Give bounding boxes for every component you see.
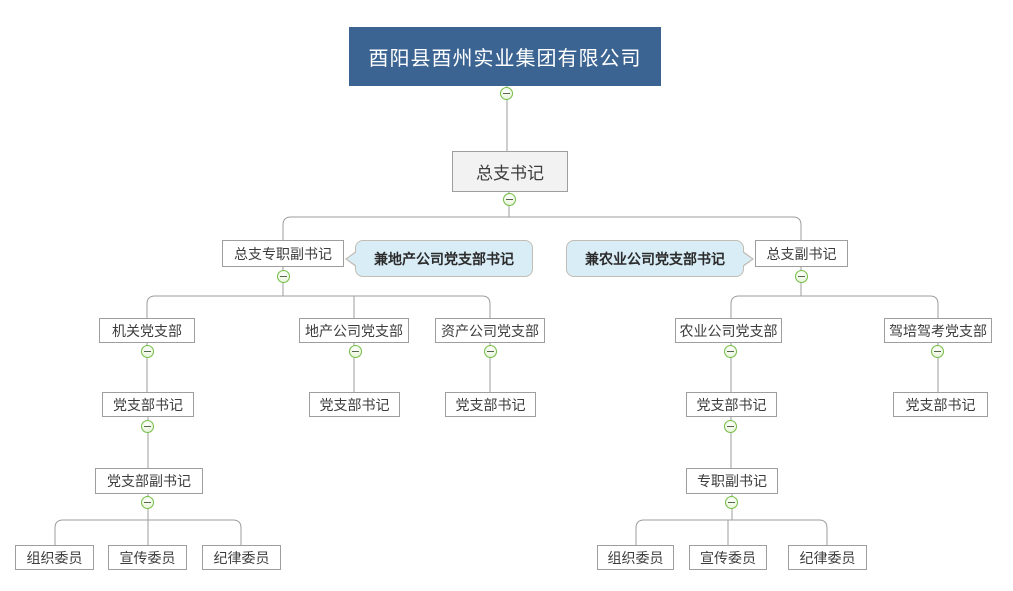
node-branch-deputy-secretary[interactable]: 党支部副书记 [95, 468, 203, 494]
node-committee-left-organization[interactable]: 组织委员 [15, 545, 94, 570]
collapse-toggle[interactable] [277, 270, 290, 283]
collapse-toggle[interactable] [725, 496, 738, 509]
minus-icon [352, 350, 359, 353]
node-branch-secretary-driving[interactable]: 党支部书记 [893, 392, 988, 417]
collapse-toggle[interactable] [500, 87, 513, 100]
collapse-toggle[interactable] [795, 270, 808, 283]
collapse-toggle[interactable] [484, 345, 497, 358]
node-deputy-secretary-right[interactable]: 总支副书记 [755, 240, 848, 267]
minus-icon [798, 275, 805, 278]
node-general-secretary[interactable]: 总支书记 [452, 151, 568, 192]
node-branch-secretary-realestate[interactable]: 党支部书记 [309, 392, 400, 417]
connector [282, 216, 802, 240]
node-dept-agriculture-branch[interactable]: 农业公司党支部 [675, 318, 782, 343]
collapse-toggle[interactable] [349, 345, 362, 358]
node-dept-driving-branch[interactable]: 驾培驾考党支部 [884, 318, 992, 343]
collapse-toggle[interactable] [724, 345, 737, 358]
collapse-toggle[interactable] [503, 193, 516, 206]
node-branch-secretary-agriculture[interactable]: 党支部书记 [686, 392, 777, 417]
minus-icon [728, 501, 735, 504]
node-committee-right-organization[interactable]: 组织委员 [597, 545, 674, 570]
node-dept-asset-branch[interactable]: 资产公司党支部 [435, 318, 545, 343]
minus-icon [280, 275, 287, 278]
node-committee-left-discipline[interactable]: 纪律委员 [202, 545, 281, 570]
callout-agriculture-secretary[interactable]: 兼农业公司党支部书记 [566, 240, 754, 277]
node-company[interactable]: 酉阳县酉州实业集团有限公司 [349, 27, 661, 86]
collapse-toggle[interactable] [931, 345, 944, 358]
collapse-toggle[interactable] [141, 420, 154, 433]
node-committee-right-publicity[interactable]: 宣传委员 [689, 545, 767, 570]
node-committee-right-discipline[interactable]: 纪律委员 [788, 545, 867, 570]
minus-icon [144, 350, 151, 353]
node-branch-secretary-asset[interactable]: 党支部书记 [445, 392, 536, 417]
minus-icon [727, 425, 734, 428]
connector [730, 295, 939, 318]
callout-realestate-secretary[interactable]: 兼地产公司党支部书记 [345, 240, 533, 277]
minus-icon [144, 425, 151, 428]
node-deputy-secretary-left[interactable]: 总支专职副书记 [222, 240, 344, 267]
node-committee-left-publicity[interactable]: 宣传委员 [108, 545, 187, 570]
node-dept-office-branch[interactable]: 机关党支部 [99, 318, 195, 343]
node-dept-realestate-branch[interactable]: 地产公司党支部 [299, 318, 409, 343]
collapse-toggle[interactable] [141, 345, 154, 358]
minus-icon [727, 350, 734, 353]
connector [635, 519, 828, 545]
node-fulltime-deputy-secretary[interactable]: 专职副书记 [686, 468, 778, 494]
node-branch-secretary-office[interactable]: 党支部书记 [102, 392, 194, 417]
minus-icon [934, 350, 941, 353]
connector [146, 295, 491, 318]
minus-icon [144, 501, 151, 504]
minus-icon [506, 198, 513, 201]
minus-icon [487, 350, 494, 353]
minus-icon [503, 92, 510, 95]
collapse-toggle[interactable] [724, 420, 737, 433]
collapse-toggle[interactable] [141, 496, 154, 509]
